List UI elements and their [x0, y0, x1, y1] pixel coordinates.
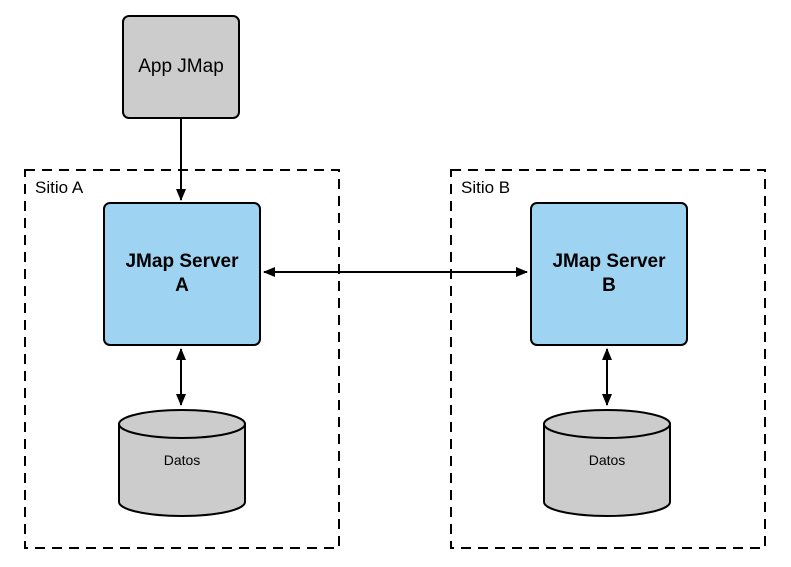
node-datastore-b: Datos	[542, 408, 672, 518]
database-cylinder-icon	[543, 409, 671, 517]
node-app-jmap-label: App JMap	[138, 56, 224, 77]
node-jmap-server-a-line1: JMap Server	[125, 251, 239, 272]
node-jmap-server-b-line2: B	[602, 275, 616, 296]
node-datastore-a: Datos	[117, 408, 247, 518]
node-jmap-server-b: JMap Server B	[530, 202, 688, 346]
site-a-label: Sitio A	[35, 178, 84, 197]
node-datastore-b-label: Datos	[588, 452, 626, 468]
node-jmap-server-b-line1: JMap Server	[552, 251, 666, 272]
node-datastore-a-label: Datos	[163, 452, 201, 468]
site-b-label: Sitio B	[461, 178, 511, 197]
site-b-boundary	[450, 169, 766, 549]
node-app-jmap: App JMap	[122, 15, 240, 119]
node-jmap-server-a-line2: A	[175, 275, 189, 296]
database-cylinder-icon	[118, 409, 246, 517]
node-jmap-server-a: JMap Server A	[103, 202, 261, 346]
